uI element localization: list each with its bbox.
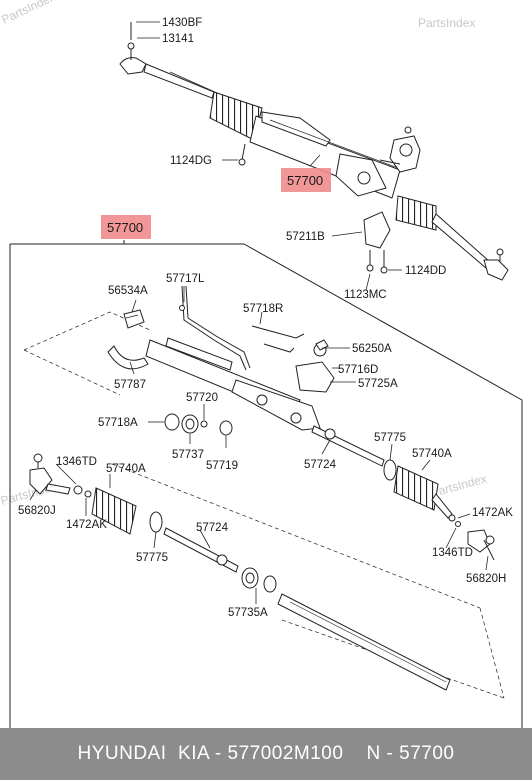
label-57718r: 57718R bbox=[243, 303, 283, 315]
label-1346td-right: 1346TD bbox=[432, 547, 473, 559]
label-56820j: 56820J bbox=[18, 505, 56, 517]
footer-text: HYUNDAI KIA - 577002M100 N - 57700 bbox=[77, 743, 455, 764]
label-1124dg: 1124DG bbox=[170, 155, 212, 167]
label-1472ak-right: 1472AK bbox=[472, 507, 513, 519]
label-57724-left: 57724 bbox=[196, 522, 229, 534]
highlight-57700-top bbox=[281, 168, 331, 192]
label-13141: 13141 bbox=[162, 33, 194, 45]
label-57724-right: 57724 bbox=[304, 459, 337, 471]
exploded-frame bbox=[9, 240, 523, 728]
label-57211b: 57211B bbox=[286, 231, 325, 243]
label-1346td-left: 1346TD bbox=[56, 456, 97, 468]
dashed-guides bbox=[23, 311, 505, 699]
label-1472ak-left: 1472AK bbox=[66, 519, 107, 531]
label-57716d: 57716D bbox=[338, 364, 378, 376]
label-56534a: 56534A bbox=[108, 285, 148, 297]
label-1124dd: 1124DD bbox=[405, 265, 446, 277]
label-57787: 57787 bbox=[114, 379, 146, 391]
label-57720: 57720 bbox=[186, 392, 218, 404]
exploded-parts-drawing bbox=[29, 285, 495, 691]
label-57700-top: 57700 bbox=[287, 173, 323, 188]
label-57718a: 57718A bbox=[98, 417, 138, 429]
label-57725a: 57725A bbox=[358, 378, 398, 390]
label-57737: 57737 bbox=[172, 449, 204, 461]
parts-diagram: PartsIndex PartsIndex PartsIndex PartsIn… bbox=[0, 0, 523, 728]
watermark: PartsIndex bbox=[0, 0, 57, 27]
label-1430bf: 1430BF bbox=[162, 17, 202, 29]
label-57700-box: 57700 bbox=[107, 220, 143, 235]
leader-lines-box bbox=[29, 286, 489, 604]
label-57735a: 57735A bbox=[228, 607, 268, 619]
label-57717l: 57717L bbox=[166, 273, 205, 285]
label-1123mc: 1123MC bbox=[344, 289, 387, 301]
label-57719: 57719 bbox=[206, 460, 238, 472]
label-57775-left: 57775 bbox=[136, 552, 168, 564]
top-assembly-drawing bbox=[119, 22, 509, 281]
watermark: PartsIndex bbox=[418, 16, 475, 30]
part-number-footer: HYUNDAI KIA - 577002M100 N - 57700 bbox=[0, 728, 532, 780]
label-56820h: 56820H bbox=[466, 573, 506, 585]
highlight-57700-box bbox=[101, 215, 151, 239]
label-56250a: 56250A bbox=[352, 343, 392, 355]
leader-lines-top bbox=[136, 21, 402, 291]
label-57740a-left: 57740A bbox=[106, 463, 146, 475]
label-57775-right: 57775 bbox=[374, 432, 406, 444]
label-57740a-right: 57740A bbox=[412, 448, 452, 460]
